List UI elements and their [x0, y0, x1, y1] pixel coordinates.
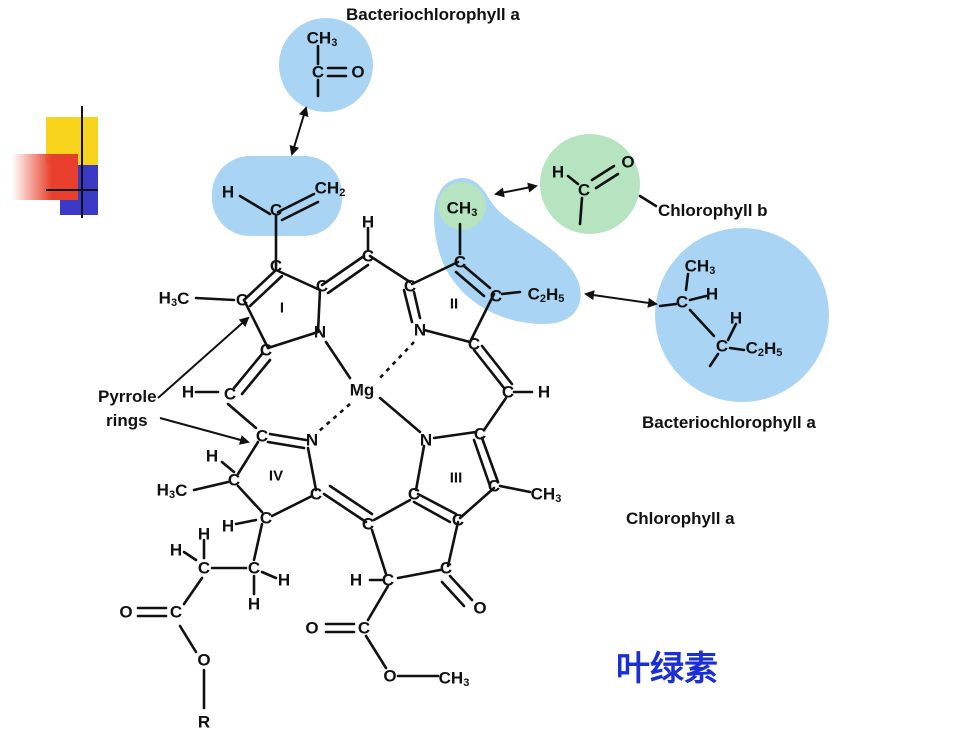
- svg-text:C: C: [228, 471, 240, 490]
- svg-text:CH3: CH3: [531, 485, 562, 506]
- arrows: [157, 106, 658, 445]
- svg-text:C: C: [404, 277, 416, 296]
- svg-text:C: C: [248, 559, 260, 578]
- svg-text:C: C: [270, 257, 282, 276]
- svg-text:III: III: [450, 470, 463, 487]
- svg-text:O: O: [305, 619, 318, 638]
- label-bacteriochlorophyll-a-top: Bacteriochlorophyll a: [346, 5, 520, 24]
- svg-text:C: C: [468, 335, 480, 354]
- svg-text:C: C: [452, 511, 464, 530]
- deco-horizontal-line: [46, 189, 98, 191]
- svg-text:C: C: [260, 341, 272, 360]
- highlight-vinyl-group: [212, 156, 342, 236]
- svg-text:C: C: [676, 293, 688, 312]
- svg-text:C: C: [382, 571, 394, 590]
- svg-text:O: O: [621, 153, 634, 172]
- svg-text:H: H: [552, 163, 564, 182]
- svg-text:H: H: [248, 595, 260, 614]
- svg-text:C2H5: C2H5: [746, 339, 783, 360]
- svg-text:N: N: [306, 431, 318, 450]
- svg-text:CH3: CH3: [447, 199, 478, 220]
- svg-text:H: H: [170, 541, 182, 560]
- svg-text:H: H: [538, 383, 550, 402]
- svg-text:C: C: [440, 559, 452, 578]
- svg-text:H: H: [206, 447, 218, 466]
- deco-red-square: [12, 154, 78, 200]
- svg-text:N: N: [420, 431, 432, 450]
- svg-text:C: C: [454, 253, 466, 272]
- svg-text:H: H: [198, 525, 210, 544]
- deco-vertical-line: [81, 106, 83, 218]
- svg-text:H: H: [182, 383, 194, 402]
- svg-text:C: C: [236, 291, 248, 310]
- svg-text:H: H: [362, 213, 374, 232]
- chinese-title: 叶绿素: [616, 650, 718, 688]
- svg-text:CH3: CH3: [685, 257, 716, 278]
- svg-text:IV: IV: [269, 468, 283, 485]
- highlight-chl-b-formyl: [540, 134, 640, 234]
- svg-text:H: H: [278, 571, 290, 590]
- svg-text:CH3: CH3: [439, 669, 470, 690]
- svg-text:C: C: [362, 515, 374, 534]
- svg-text:C: C: [310, 485, 322, 504]
- svg-text:H: H: [222, 517, 234, 536]
- svg-text:O: O: [351, 63, 364, 82]
- svg-text:C: C: [260, 509, 272, 528]
- svg-text:C: C: [490, 287, 502, 306]
- label-rings: rings: [106, 411, 148, 430]
- label-bacteriochlorophyll-a-right: Bacteriochlorophyll a: [642, 413, 816, 432]
- svg-text:C: C: [358, 619, 370, 638]
- bonds: [136, 44, 746, 710]
- svg-text:C: C: [716, 337, 728, 356]
- svg-text:H: H: [730, 309, 742, 328]
- svg-text:C: C: [224, 385, 236, 404]
- label-chlorophyll-a: Chlorophyll a: [626, 509, 735, 528]
- svg-text:I: I: [280, 300, 284, 317]
- svg-text:C: C: [474, 425, 486, 444]
- svg-text:H: H: [222, 183, 234, 202]
- highlight-bchl-acetyl: [279, 18, 373, 112]
- svg-text:C: C: [312, 63, 324, 82]
- svg-text:II: II: [450, 296, 458, 313]
- svg-text:C: C: [362, 247, 374, 266]
- svg-text:N: N: [314, 323, 326, 342]
- svg-text:C: C: [198, 559, 210, 578]
- svg-text:H3C: H3C: [157, 481, 188, 502]
- svg-text:CH2: CH2: [315, 179, 346, 200]
- svg-text:C2H5: C2H5: [528, 285, 565, 306]
- svg-text:H3C: H3C: [159, 289, 190, 310]
- highlight-bchl-ethyl: [655, 228, 829, 402]
- magnesium-atom: Mg: [350, 381, 375, 400]
- svg-text:O: O: [119, 603, 132, 622]
- svg-text:H: H: [350, 571, 362, 590]
- svg-text:N: N: [414, 321, 426, 340]
- label-chlorophyll-b: Chlorophyll b: [658, 201, 768, 220]
- svg-text:C: C: [502, 383, 514, 402]
- svg-text:R: R: [198, 713, 210, 732]
- svg-text:CH3: CH3: [307, 29, 338, 50]
- highlight-methyl-ring-ii: [438, 182, 486, 230]
- svg-text:C: C: [488, 477, 500, 496]
- atom-labels: CH3 C O H C CH2 C C C N C H3C I H C C C …: [119, 29, 782, 732]
- svg-text:O: O: [197, 651, 210, 670]
- svg-text:C: C: [408, 485, 420, 504]
- svg-text:C: C: [170, 603, 182, 622]
- svg-text:C: C: [316, 277, 328, 296]
- svg-text:H: H: [706, 285, 718, 304]
- svg-text:C: C: [578, 181, 590, 200]
- svg-text:C: C: [256, 427, 268, 446]
- label-pyrrole: Pyrrole: [98, 387, 157, 406]
- highlights: [212, 18, 829, 402]
- svg-text:O: O: [383, 667, 396, 686]
- svg-text:C: C: [270, 201, 282, 220]
- svg-text:O: O: [473, 599, 486, 618]
